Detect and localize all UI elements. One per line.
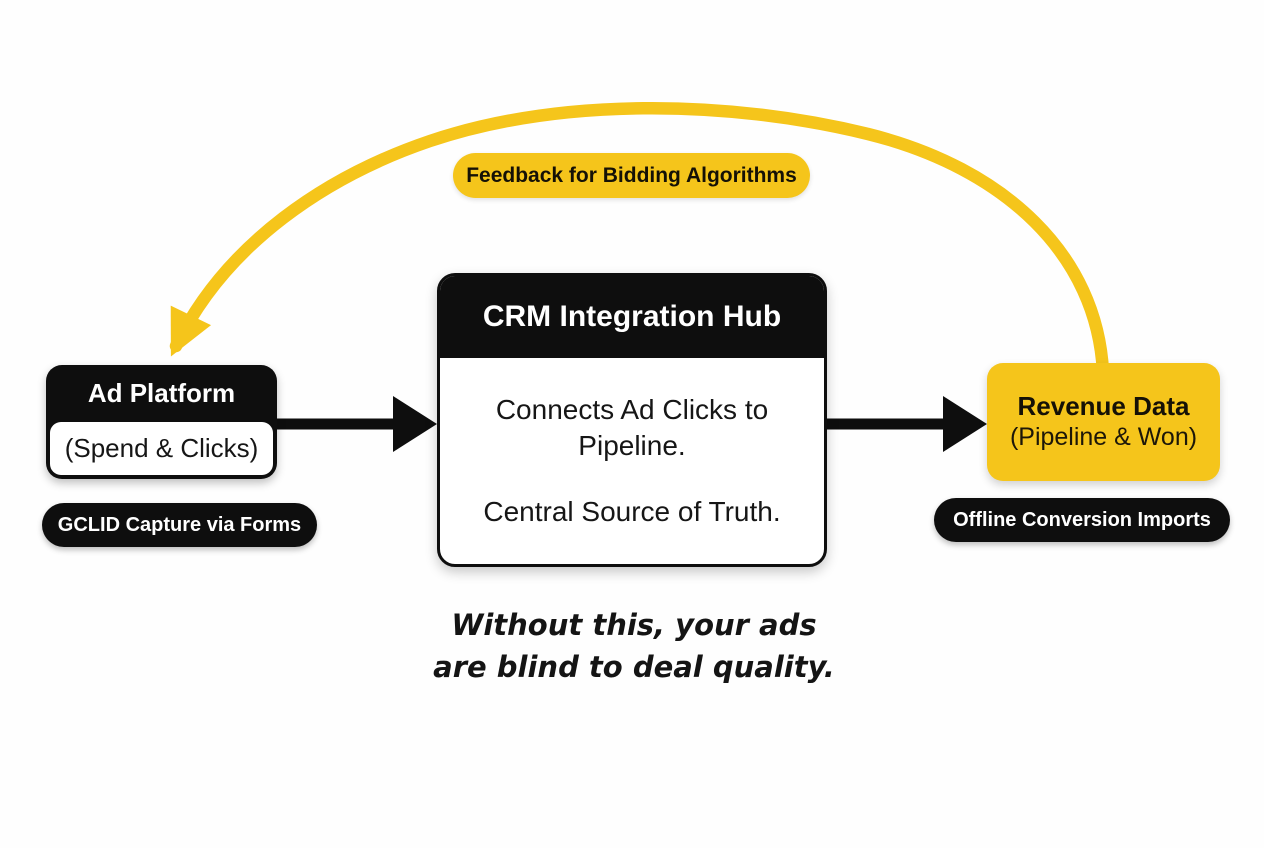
- crm-hub-body-line1: Connects Ad Clicks to Pipeline.: [495, 394, 769, 462]
- bottom-note-line1: Without this, your ads: [451, 608, 817, 642]
- offline-pill-label: Offline Conversion Imports: [953, 508, 1211, 531]
- flow-arrow-left: [270, 396, 437, 452]
- ad-platform-subtitle: (Spend & Clicks): [50, 422, 273, 475]
- crm-hub-title: CRM Integration Hub: [440, 276, 824, 358]
- revenue-title: Revenue Data: [1017, 390, 1190, 421]
- crm-hub-node: CRM Integration Hub Connects Ad Clicks t…: [437, 273, 827, 567]
- gclid-pill: GCLID Capture via Forms: [42, 503, 317, 547]
- feedback-pill: Feedback for Bidding Algorithms: [453, 153, 810, 198]
- offline-pill: Offline Conversion Imports: [934, 498, 1230, 542]
- revenue-data-node: Revenue Data (Pipeline & Won): [987, 363, 1220, 481]
- feedback-curve-arrow: [169, 102, 1110, 379]
- feedback-pill-label: Feedback for Bidding Algorithms: [466, 163, 797, 187]
- flow-arrow-right: [825, 396, 987, 452]
- ad-platform-title: Ad Platform: [87, 378, 236, 408]
- ad-platform-node: Ad Platform (Spend & Clicks): [46, 365, 277, 479]
- bottom-note-line2: are blind to deal quality.: [433, 650, 835, 685]
- revenue-subtitle: (Pipeline & Won): [1009, 422, 1198, 451]
- bottom-note: Without this, your ads are blind to deal…: [384, 604, 884, 688]
- crm-hub-body: Connects Ad Clicks to Pipeline. Central …: [440, 358, 824, 564]
- crm-hub-body-line2: Central Source of Truth.: [483, 495, 781, 527]
- gclid-pill-label: GCLID Capture via Forms: [57, 513, 302, 536]
